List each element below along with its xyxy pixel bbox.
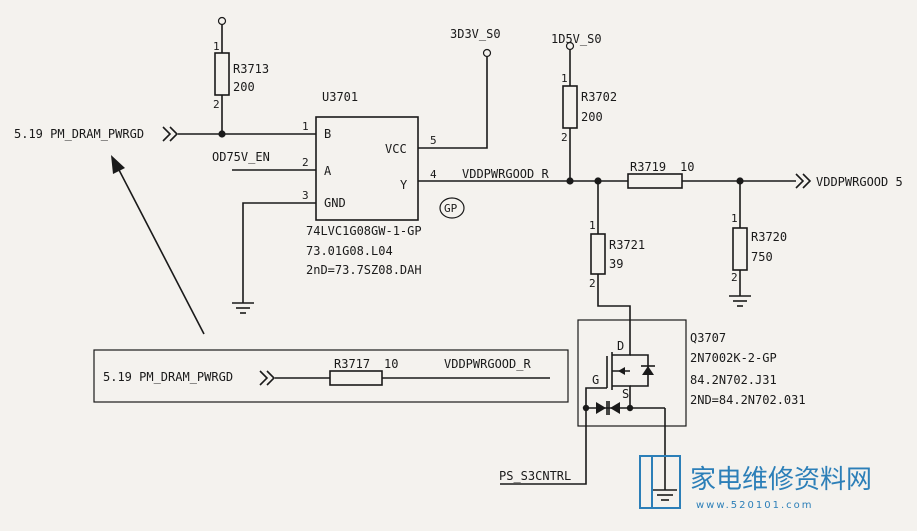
r3720-pin2: 2 [731, 271, 738, 284]
inset-res-ref: R3717 [334, 357, 370, 371]
net-vddpwrgood-r: VDDPWRGOOD_R [418, 167, 744, 185]
u3701-pn: 73.01G08.L04 [306, 244, 393, 258]
inset-net-out: VDDPWRGOOD_R [444, 357, 531, 371]
u3701-pin-a: A [324, 164, 332, 178]
arrow-head-icon [111, 155, 125, 174]
inset-res-body [329, 370, 383, 386]
q3707-pin-d: D [617, 339, 624, 353]
rail-3d3v-pin [482, 48, 492, 58]
net-vddpwrgood-out: VDDPWRGOOD 5 [740, 173, 903, 189]
q3707-ref: Q3707 [690, 331, 726, 345]
r3713: 1 2 R3713 200 [213, 16, 269, 134]
rail-3d3v-label: 3D3V_S0 [450, 27, 501, 41]
ps-s3cntrl-label: PS_S3CNTRL [499, 469, 571, 483]
inset-box: 5.19 PM_DRAM_PWRGD R3717 10 VDDPWRGOOD_R [93, 349, 569, 403]
r3720-ref: R3720 [751, 230, 787, 244]
u3701-pin-y: Y [400, 178, 408, 192]
q3707-pn: 84.2N702.J31 [690, 373, 777, 387]
r3719-ref: R3719 [630, 160, 666, 174]
q3707-part: 2N7002K-2-GP [690, 351, 777, 365]
watermark-text: 家电维修资料网 [690, 465, 872, 495]
r3702-pin1: 1 [561, 72, 568, 85]
r3721-pin1: 1 [589, 219, 596, 232]
u3701-part: 74LVC1G08GW-1-GP [306, 224, 422, 238]
watermark-url: www.520101.com [696, 500, 814, 511]
q3707-pin-s: S [622, 387, 629, 401]
rail-1d5v-label: 1D5V_S0 [551, 32, 602, 46]
offpage-arrow-icon [259, 370, 269, 386]
u3701-pin5-num: 5 [430, 134, 437, 147]
inset-border [93, 349, 569, 403]
zener-diode-icon [596, 402, 606, 414]
pm-dram-pwrgd-label: 5.19 PM_DRAM_PWRGD [14, 127, 144, 141]
r3721-body [590, 233, 606, 275]
junction-dot [218, 130, 226, 138]
watermark-logo-icon [639, 455, 681, 509]
r3720-pin1: 1 [731, 212, 738, 225]
q3707: Q3707 2N7002K-2-GP 84.2N702.J31 2ND=84.2… [499, 319, 806, 501]
r3713-test-pin [217, 16, 227, 26]
u3701-pin-vcc: VCC [385, 142, 407, 156]
r3721-pin2: 2 [589, 277, 596, 290]
u3701-ref: U3701 [322, 90, 358, 104]
r3713-body [214, 52, 230, 96]
u3701-pin1-num: 1 [302, 120, 309, 133]
net-3d3v: 3D3V_S0 [418, 27, 501, 149]
offpage-arrow-icon [162, 126, 172, 142]
vddpwrgood-out-label: VDDPWRGOOD 5 [816, 175, 903, 189]
u3701-pin-b: B [324, 127, 331, 141]
net-pm-dram-pwrgd: 5.19 PM_DRAM_PWRGD [14, 126, 316, 142]
r3721: 1 2 R3721 39 [589, 181, 645, 352]
r3719: R3719 10 [627, 160, 694, 189]
u3701-body [315, 116, 419, 221]
r3720: 1 2 R3720 750 [729, 181, 787, 307]
r3720-value: 750 [751, 250, 773, 264]
body-diode-icon [642, 366, 654, 375]
q3707-pn2: 2ND=84.2N702.031 [690, 393, 806, 407]
u3701-pin4-num: 4 [430, 168, 437, 181]
r3713-ref: R3713 [233, 62, 269, 76]
u3701-pn2: 2nD=73.7SZ08.DAH [306, 263, 422, 277]
r3721-ref: R3721 [609, 238, 645, 252]
inset-res-val: 10 [384, 357, 398, 371]
r3719-value: 10 [680, 160, 694, 174]
u3701-pin3-num: 3 [302, 189, 309, 202]
u3701: U3701 1 B 2 A 3 GND VCC 5 Y 4 74LVC1G08G… [302, 90, 465, 277]
u3701-gnd-net [232, 202, 316, 314]
offpage-arrow-icon [795, 173, 805, 189]
annotation-arrow [111, 155, 205, 335]
q3707-box [577, 319, 687, 427]
r3719-body [627, 173, 683, 189]
r3721-value: 39 [609, 257, 623, 271]
u3701-pin-gnd: GND [324, 196, 346, 210]
u3701-pin2-num: 2 [302, 156, 309, 169]
gp-badge [439, 197, 465, 219]
vddpwrgood-r-label: VDDPWRGOOD_R [462, 167, 549, 181]
od75v-en-label: OD75V_EN [212, 150, 270, 164]
r3702-value: 200 [581, 110, 603, 124]
r3702: 1D5V_S0 1 2 R3702 200 [551, 32, 617, 181]
r3720-body [732, 227, 748, 271]
r3702-pin2: 2 [561, 131, 568, 144]
watermark: 家电维修资料网 www.520101.com [639, 455, 872, 511]
rail-1d5v-pin [565, 41, 575, 51]
inset-net-in: 5.19 PM_DRAM_PWRGD [103, 370, 233, 384]
r3702-body [562, 85, 578, 129]
gp-badge-text: GP [444, 202, 458, 215]
r3713-pin1: 1 [213, 40, 220, 53]
q3707-pin-g: G [592, 373, 599, 387]
r3713-pin2: 2 [213, 98, 220, 111]
r3702-ref: R3702 [581, 90, 617, 104]
r3713-value: 200 [233, 80, 255, 94]
